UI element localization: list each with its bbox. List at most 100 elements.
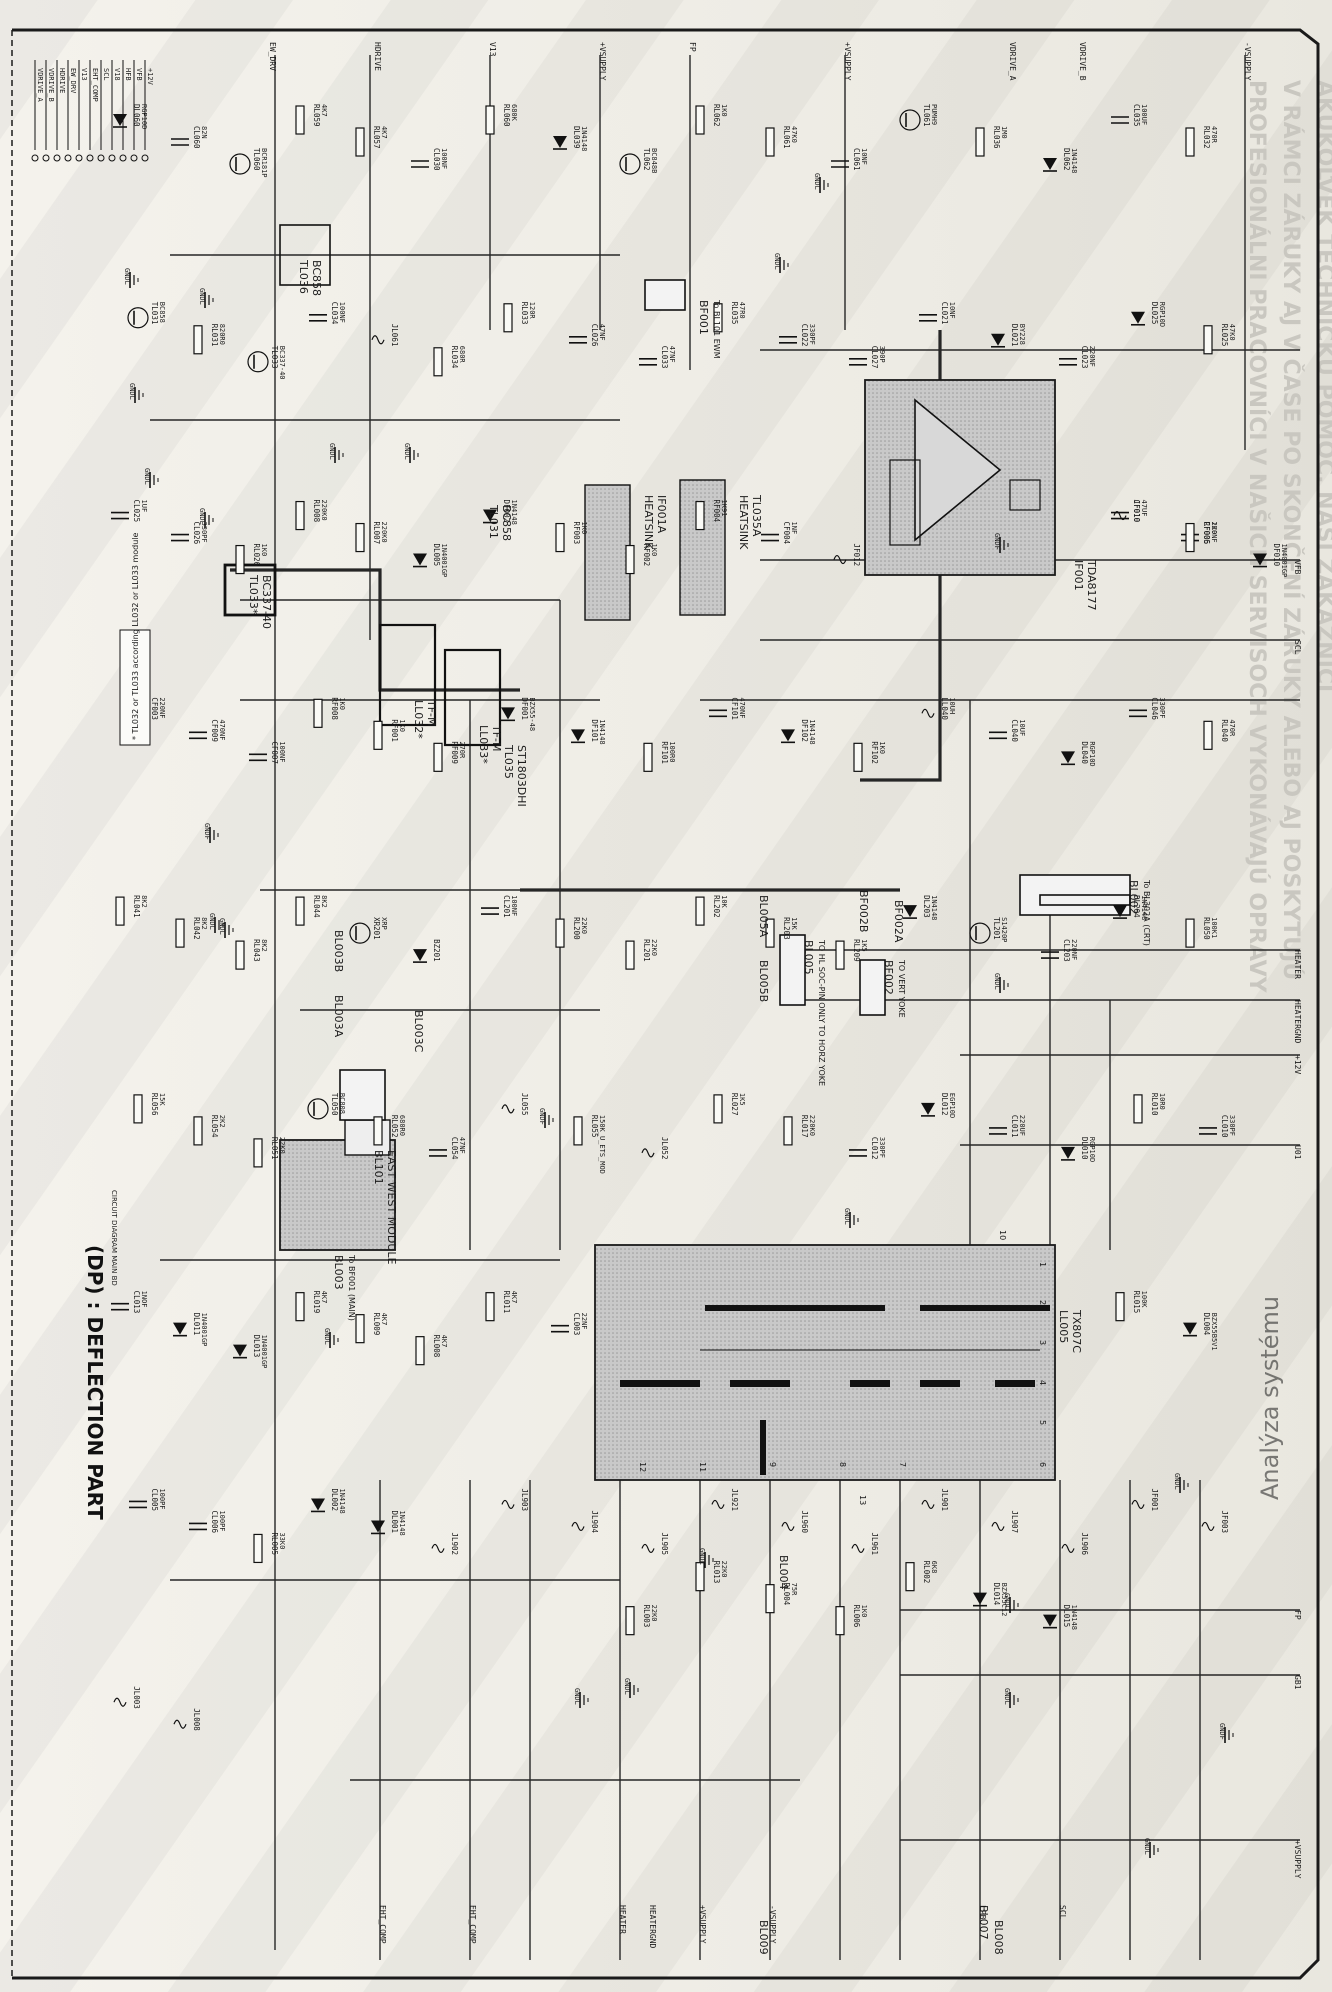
- transistor-symbol: [127, 307, 149, 329]
- connector-bl003b: BL003B: [332, 930, 345, 972]
- component-value: 47NF: [668, 346, 676, 363]
- ground-label: GNDL: [573, 1688, 581, 1705]
- component-ref: RL026: [252, 544, 261, 567]
- resistor-symbol: [695, 500, 705, 531]
- component-value: BC337-40: [278, 346, 286, 380]
- diode-symbol: [973, 1592, 987, 1605]
- ground-icon: GNDL: [123, 268, 139, 288]
- jumper-symbol: [711, 1499, 725, 1510]
- resistor-symbol: [485, 105, 495, 135]
- block-ref: TL033*: [247, 574, 260, 615]
- resistor-symbol: [1203, 720, 1213, 750]
- resistor-symbol: [433, 347, 443, 377]
- component-value: 1N4001GP: [440, 544, 448, 578]
- component-value: 10NF: [948, 302, 956, 319]
- component-value: 220NF: [1070, 939, 1078, 960]
- component-ref: CL026: [590, 324, 599, 347]
- legend-signal: V18: [108, 60, 121, 162]
- ground-icon: GNDL: [198, 508, 214, 528]
- net-right: GB1: [1293, 1675, 1302, 1690]
- component-bz201: BZ201: [413, 939, 441, 963]
- component-ref: RL043: [252, 939, 261, 962]
- component-value: EGP10D: [948, 1093, 956, 1118]
- component-value: 4K7: [320, 1291, 328, 1304]
- component-ref: CL022: [800, 324, 809, 347]
- component-value: 100UF: [1140, 104, 1148, 125]
- pin-number: 13: [858, 1495, 867, 1505]
- component-ref: RL054: [210, 1115, 219, 1138]
- component-jl902: JL902: [431, 1532, 459, 1555]
- component-value: 15K: [790, 917, 798, 930]
- component-ref: RL055: [590, 1115, 599, 1138]
- component-value: 220K0: [320, 500, 328, 521]
- pin-number: 6: [1038, 1462, 1047, 1467]
- legend-signal-label: SCL: [102, 68, 110, 81]
- component-value: BZX55B5V1: [1210, 1313, 1218, 1351]
- component-ref: DL015: [1062, 1605, 1071, 1628]
- ground-label: GNDL: [123, 268, 131, 285]
- component-ref: TL062: [642, 148, 651, 171]
- diode-symbol: [1043, 158, 1057, 170]
- legend-signal: SCL: [97, 60, 110, 162]
- page-frame: [11, 28, 1320, 1980]
- connector-bl007: BL007: [977, 1905, 990, 1940]
- component-jl904: JL904: [571, 1510, 599, 1534]
- component-value: 10UF: [1018, 719, 1026, 736]
- legend-signal-label: VDRIVE_B: [47, 68, 55, 102]
- component-value: 1K5: [738, 1093, 746, 1106]
- ground-label: GNDF: [993, 533, 1001, 550]
- component-ref: RL025: [1220, 324, 1229, 347]
- net-top: +VSUPPLY: [843, 42, 852, 81]
- component-ref: DL039: [572, 126, 581, 149]
- component-value: 22K0: [278, 1137, 286, 1154]
- component-ref: DF010: [1272, 544, 1281, 567]
- component-ref: JL008: [192, 1708, 201, 1731]
- net-top: VDRIVE_B: [1078, 42, 1087, 81]
- connector-ref: BL002: [1127, 880, 1140, 915]
- resistor-symbol: [555, 918, 565, 948]
- component-ref: JL901: [940, 1488, 949, 1511]
- pin-number: 4: [1038, 1380, 1047, 1385]
- ground-icon: GNDL: [773, 253, 789, 273]
- diode-symbol: [553, 136, 567, 148]
- component-ref: CL006: [210, 1510, 219, 1533]
- component-value: 22K0: [720, 1561, 728, 1578]
- component-value: 33K0: [278, 1532, 286, 1549]
- component-ref: DL013: [252, 1335, 261, 1358]
- resistor-symbol: [1133, 1094, 1143, 1124]
- component-ref: JF001: [1150, 1488, 1159, 1511]
- component-ref: RL040: [1220, 719, 1229, 742]
- component-value: 100K1: [1210, 917, 1218, 938]
- pin-number: 11: [698, 1462, 707, 1472]
- component-ref: DL002: [330, 1488, 339, 1511]
- connector-bl005b: BL005B: [757, 960, 770, 1002]
- connector-ref: BL009: [757, 1920, 770, 1955]
- component-ref: RF008: [330, 697, 339, 720]
- resistor-symbol: [625, 1606, 635, 1636]
- block-part: IF001A: [655, 495, 668, 534]
- component-value: RGP10D: [1088, 741, 1096, 766]
- component-ref: CL003: [572, 1313, 581, 1336]
- ground-icon: GNDL: [1173, 1473, 1189, 1493]
- jumper-symbol: [641, 1148, 655, 1158]
